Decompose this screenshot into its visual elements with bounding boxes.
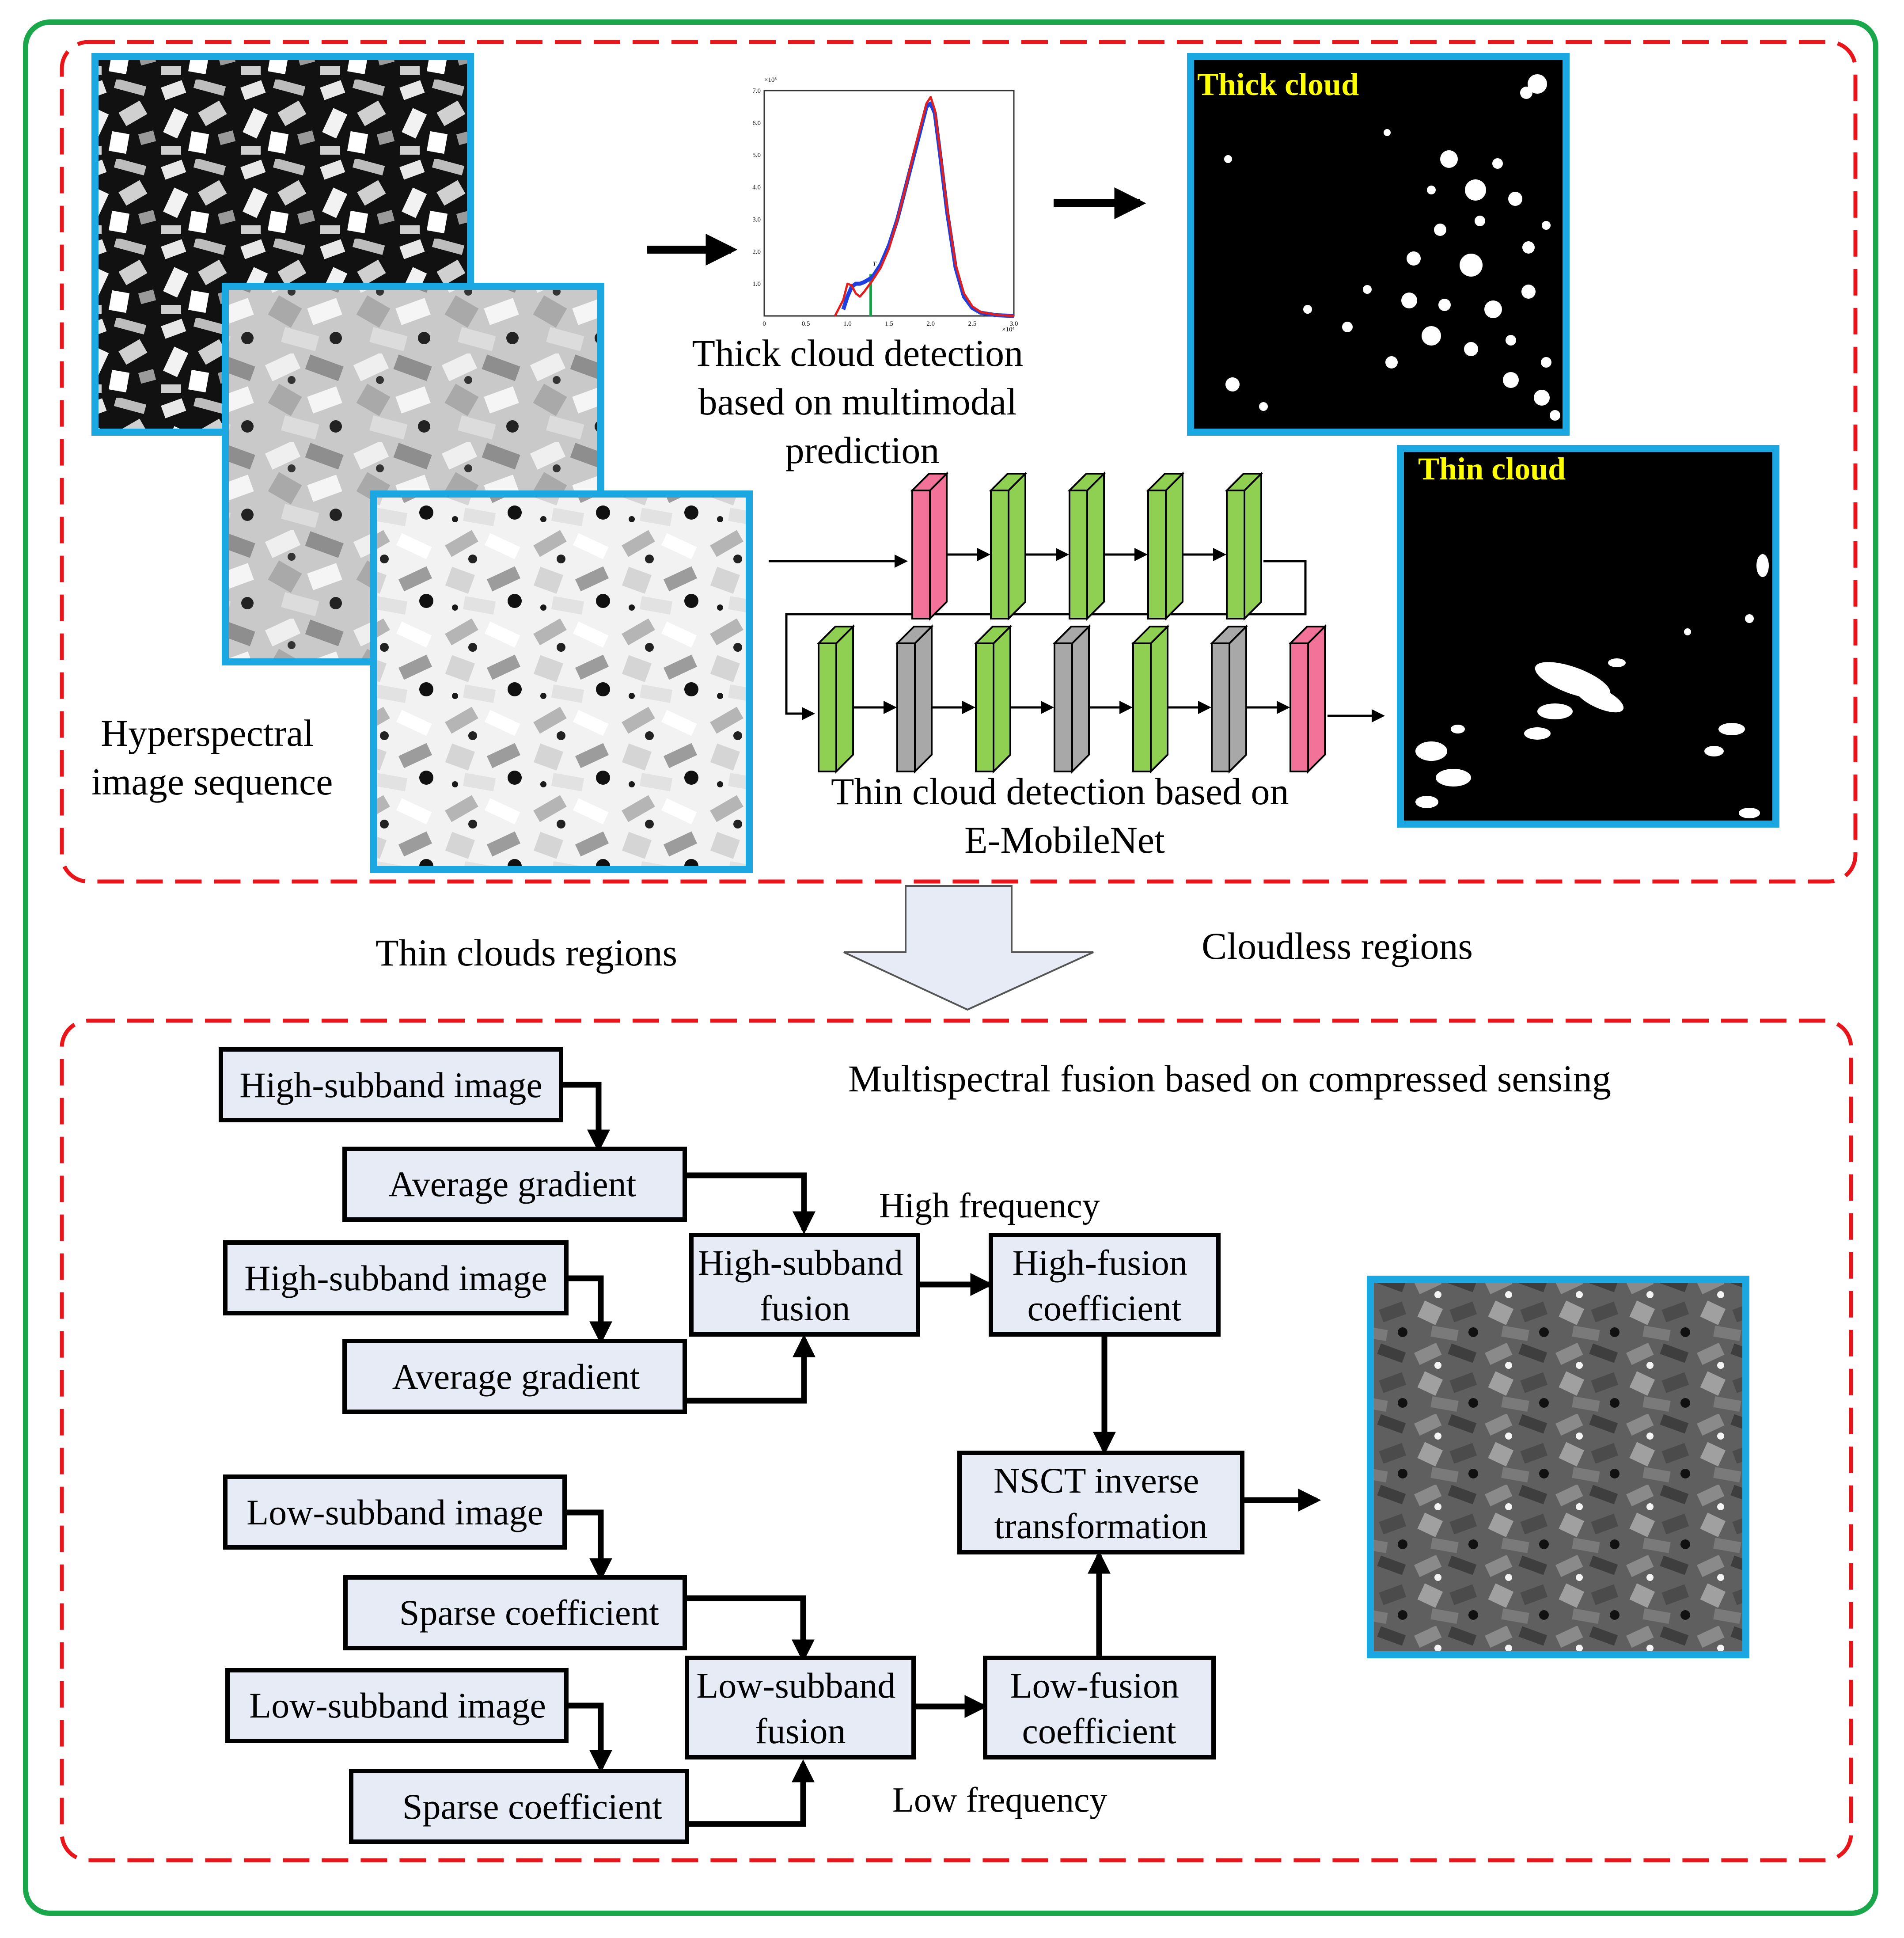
histogram-x-tick-label: 0.5 (802, 320, 810, 327)
low-fusion-coefficient-box: Low-fusion coefficient (983, 1656, 1216, 1759)
outer-frame (23, 19, 1878, 1916)
histogram-x-tick-label: 1.5 (885, 320, 893, 327)
histogram-y-tick-label: 3.0 (752, 216, 761, 223)
input-image-stack (91, 53, 753, 873)
thick-cloud-image-label: Thick cloud (1197, 67, 1359, 102)
low-frequency-label: Low frequency (892, 1781, 1107, 1820)
flow-connectors (561, 1082, 1321, 1827)
input-label: Hyperspectral image sequence (91, 712, 333, 803)
svg-text:High-subband image: High-subband image (239, 1065, 542, 1105)
thick-cloud-image-frame (1187, 53, 1570, 436)
thick-cloud-blobs (1224, 74, 1560, 421)
histogram-x-tick-label: 2.0 (926, 320, 935, 327)
svg-text:NSCT inverse transform: NSCT inverse transformation (994, 1460, 1208, 1546)
svg-text:Low-subband image: Low-subband image (249, 1685, 546, 1725)
histogram-y-tick-label: 4.0 (752, 184, 761, 191)
svg-text:Sparse coefficient: Sparse coefficient (402, 1786, 662, 1827)
nsct-inverse-box: NSCT inverse transformation (957, 1451, 1244, 1554)
high-frequency-label: High frequency (879, 1186, 1100, 1225)
low-subband-image-box-1: Low-subband image (223, 1474, 567, 1550)
histogram-y-tick-label: 7.0 (752, 87, 761, 95)
average-gradient-box-2: Average gradient (342, 1339, 687, 1414)
thin-cloud-caption-line-2: E-MobileNet (964, 819, 1165, 861)
svg-text:Low-fusion coefficient: Low-fusion coefficient (1010, 1665, 1188, 1751)
high-subband-image-box-1: High-subband image (219, 1047, 563, 1122)
network-layer-green (1146, 471, 1185, 621)
histogram-x-tick-label: 2.5 (968, 320, 976, 327)
thick-cloud-image: Thick cloud (1187, 53, 1570, 436)
thick-cloud-caption: Thick cloud detection based on multimoda… (692, 332, 1032, 471)
network-layer-pink (1288, 624, 1327, 774)
network-layer-green (989, 471, 1028, 621)
svg-text:Low-subband image: Low-subband image (247, 1492, 543, 1532)
svg-text:High-subband image: High-subband image (244, 1258, 547, 1298)
svg-text:High-fusion coefficien: High-fusion coefficient (1013, 1243, 1197, 1328)
network-layer-gray (1052, 624, 1091, 774)
histogram-y-tick-label: 1.0 (752, 281, 761, 288)
svg-text:Average gradient: Average gradient (392, 1357, 640, 1397)
thin-cloud-caption: Thin cloud detection based on E-MobileNe… (831, 770, 1298, 861)
network-layer-green (974, 624, 1013, 774)
average-gradient-box-1: Average gradient (342, 1147, 687, 1222)
thick-cloud-caption-line-2: based on multimodal (698, 380, 1017, 423)
network-layer-green (1225, 471, 1263, 621)
bottom-section-frame (60, 1018, 1853, 1862)
histogram-plot-area (763, 90, 1015, 317)
low-subband-image-box-2: Low-subband image (225, 1668, 569, 1743)
histogram-x-tick-label: 1.0 (843, 320, 852, 327)
thin-cloud-image-frame (1397, 445, 1779, 828)
high-subband-fusion-box: High-subband fusion (689, 1233, 920, 1337)
thin-clouds-regions-label: Thin clouds regions (375, 931, 677, 974)
bottom-section-title: Multispectral fusion based on compressed… (848, 1057, 1611, 1100)
network-layer-green (816, 624, 855, 774)
flow-boxes: High-subband image Average gradient High… (219, 1047, 1244, 1844)
network-layer-green (1067, 471, 1106, 621)
svg-text:Low-subband fusion: Low-subband fusion (696, 1665, 904, 1751)
histogram-x-multiplier: ×10⁴ (1002, 326, 1015, 333)
e-mobilenet-diagram (769, 471, 1385, 774)
thin-cloud-image-label: Thin cloud (1418, 451, 1566, 486)
thick-cloud-caption-line-1: Thick cloud detection (692, 332, 1023, 374)
thin-cloud-blobs (1415, 554, 1769, 818)
histogram-y-tick-label: 6.0 (752, 120, 761, 127)
network-layer-pink (910, 471, 949, 621)
histogram-x-tick-label: 3.0 (1010, 320, 1018, 327)
network-layer-gray (1210, 624, 1248, 774)
network-wrap-connector (785, 560, 1307, 720)
histogram-chart: ×10³ ×10⁴ T 0 0.5 1.0 1.5 2.0 2.5 3.0 1.0 2.0 3.… (752, 76, 1018, 333)
svg-text:Average gradient: Average gradient (389, 1164, 637, 1204)
sparse-coefficient-box-2: Sparse coefficient (349, 1769, 689, 1844)
thin-cloud-image: Thin cloud (1397, 445, 1779, 828)
svg-text:High-subband fusion: High-subband fusion (698, 1243, 912, 1328)
network-layer-green (1131, 624, 1170, 774)
input-label-line-2: image sequence (91, 760, 333, 803)
histogram-y-tick-label: 5.0 (752, 152, 761, 159)
thin-cloud-caption-line-1: Thin cloud detection based on (831, 770, 1289, 813)
top-section-frame (60, 40, 1858, 884)
thick-cloud-caption-line-3: prediction (785, 429, 940, 471)
high-subband-image-box-2: High-subband image (223, 1240, 569, 1315)
network-layer-gray (895, 624, 934, 774)
svg-text:Sparse coefficient: Sparse coefficient (399, 1592, 659, 1633)
input-label-line-1: Hyperspectral (101, 712, 314, 754)
histogram-y-tick-label: 2.0 (752, 248, 761, 255)
histogram-threshold-label: T (872, 261, 877, 268)
input-image-3 (370, 490, 753, 873)
sparse-coefficient-box-1: Sparse coefficient (343, 1575, 687, 1650)
high-fusion-coefficient-box: High-fusion coefficient (989, 1233, 1221, 1337)
big-down-arrow (843, 885, 1094, 1011)
cloudless-regions-label: Cloudless regions (1202, 925, 1473, 967)
histogram-series-line (834, 96, 1014, 317)
histogram-y-multiplier: ×10³ (764, 76, 777, 84)
fusion-result-image (1367, 1276, 1749, 1658)
low-subband-fusion-box: Low-subband fusion (685, 1656, 916, 1759)
histogram-x-tick-label: 0 (762, 320, 766, 327)
